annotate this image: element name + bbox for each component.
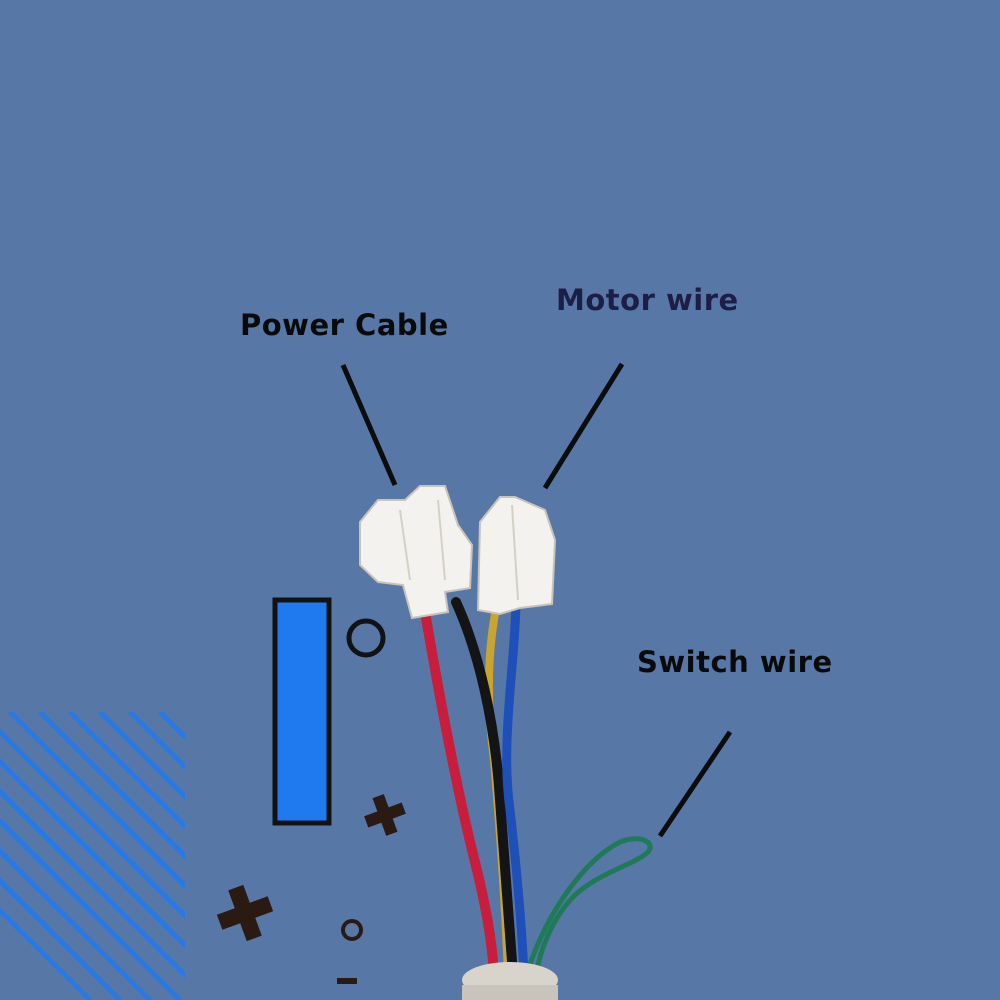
blue-wire xyxy=(502,591,529,980)
dash-decoration xyxy=(337,978,357,984)
cross-decoration-1 xyxy=(364,794,406,836)
motor-wire-leader-line xyxy=(542,362,625,490)
switch-wire-label: Switch wire xyxy=(637,645,833,679)
motor-wire-label: Motor wire xyxy=(556,283,739,317)
ring-decoration-large xyxy=(346,618,386,658)
red-wire xyxy=(420,607,499,980)
blue-bar-decoration xyxy=(272,597,332,826)
cross-decoration-2 xyxy=(216,884,274,942)
hatch-decoration xyxy=(0,712,185,1000)
ring-decoration-small xyxy=(341,919,363,941)
power-cable-label: Power Cable xyxy=(240,308,449,342)
green-wire-loop xyxy=(525,836,653,978)
black-wire xyxy=(451,597,518,980)
motor-connector xyxy=(476,496,557,616)
power-connector xyxy=(359,485,474,620)
switch-wire-leader-line xyxy=(657,730,733,838)
power-cable-leader-line xyxy=(340,364,398,486)
